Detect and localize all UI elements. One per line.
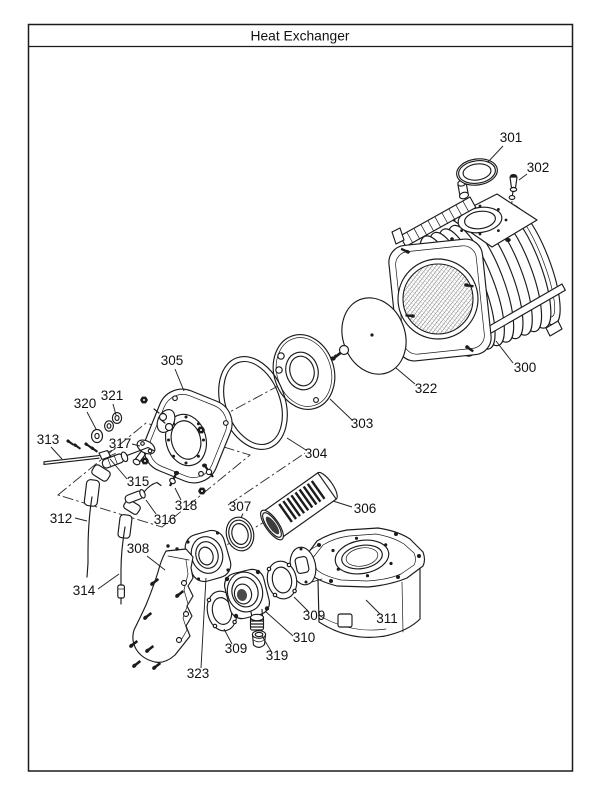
part-label-322: 322 bbox=[415, 381, 438, 396]
part-label-308: 308 bbox=[127, 541, 150, 556]
electrode-315 bbox=[83, 446, 155, 507]
part-label-313: 313 bbox=[37, 432, 60, 447]
gasket-309-right bbox=[266, 560, 298, 600]
part-label-316: 316 bbox=[154, 512, 177, 527]
part-label-318: 318 bbox=[175, 498, 198, 513]
o-ring-307 bbox=[225, 516, 255, 552]
part-label-320: 320 bbox=[74, 396, 97, 411]
part-label-310: 310 bbox=[293, 630, 316, 645]
retainer-plate-303 bbox=[272, 334, 336, 410]
part-label-312: 312 bbox=[50, 511, 73, 526]
flue-gasket-301 bbox=[456, 158, 498, 186]
part-label-304: 304 bbox=[305, 446, 328, 461]
part-label-306: 306 bbox=[354, 501, 377, 516]
part-labels: 300 301 302 303 304 305 306 307 308 309 … bbox=[37, 130, 550, 681]
part-label-321: 321 bbox=[101, 388, 124, 403]
stud-318 bbox=[169, 470, 180, 487]
part-label-315: 315 bbox=[127, 474, 150, 489]
leader-lines bbox=[50, 145, 528, 669]
part-label-323: 323 bbox=[187, 666, 210, 681]
flame-rod-313 bbox=[43, 449, 116, 465]
diagram-title: Heat Exchanger bbox=[251, 29, 350, 44]
part-label-303: 303 bbox=[351, 416, 374, 431]
burner-tube-306 bbox=[260, 471, 338, 541]
part-label-305: 305 bbox=[161, 353, 184, 368]
igniter-boss bbox=[153, 408, 176, 433]
body-foot bbox=[545, 320, 563, 337]
sight-glass-310 bbox=[224, 568, 270, 631]
part-label-302: 302 bbox=[527, 160, 550, 175]
part-label-309-left: 309 bbox=[225, 641, 248, 656]
part-label-300: 300 bbox=[514, 360, 537, 375]
tube-louvers bbox=[278, 480, 326, 523]
part-label-314: 314 bbox=[73, 583, 96, 598]
blower-outlet-flange bbox=[289, 543, 323, 586]
part-label-307: 307 bbox=[229, 499, 252, 514]
part-label-309-right: 309 bbox=[303, 608, 326, 623]
collar-flange-323 bbox=[184, 529, 232, 583]
part-label-311: 311 bbox=[376, 611, 398, 626]
manifold-casting-308 bbox=[132, 544, 194, 663]
blower-311 bbox=[289, 527, 426, 638]
part-label-301: 301 bbox=[500, 130, 523, 145]
part-label-319: 319 bbox=[266, 648, 289, 663]
ignition-cable-312 bbox=[86, 496, 93, 578]
washers-320-321 bbox=[90, 412, 123, 444]
plate-screw-and-washer bbox=[330, 344, 350, 361]
plate-stud bbox=[202, 463, 214, 478]
front-flange bbox=[388, 238, 492, 362]
ignition-cable-314 bbox=[117, 526, 126, 605]
part-label-317: 317 bbox=[109, 436, 132, 451]
coil-mesh bbox=[402, 263, 474, 335]
threaded-nipple bbox=[249, 608, 265, 631]
heat-exchanger-body-300 bbox=[388, 176, 566, 362]
sensor-302 bbox=[508, 174, 518, 200]
burner-plate-305 bbox=[140, 388, 233, 495]
